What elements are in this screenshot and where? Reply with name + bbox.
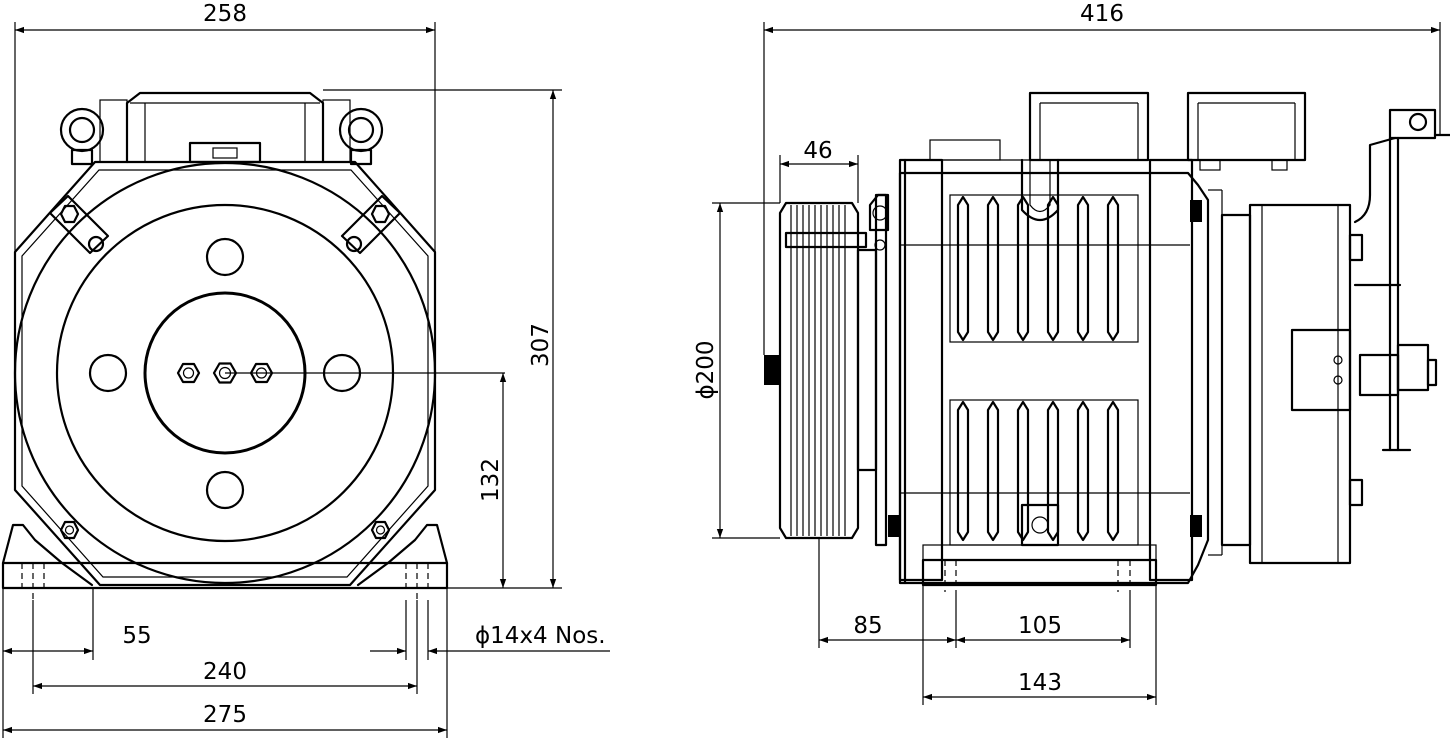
side-lifting-eye (1020, 158, 1060, 222)
dim-shaft-height: 132 (478, 458, 504, 502)
front-foot-left (1, 523, 94, 587)
dim-height: 307 (528, 323, 554, 367)
front-housing-inner (21, 169, 429, 578)
side-view (764, 91, 1450, 592)
front-hole-bottom (205, 470, 245, 510)
bolt-lug-icon (59, 520, 80, 540)
dim-front-width: 258 (203, 1, 247, 27)
side-terminal-box-2 (1186, 91, 1307, 162)
motor-body (898, 171, 1210, 585)
side-terminal-box-1 (1028, 91, 1150, 162)
bolt-lug-icon (340, 194, 402, 255)
lifting-eye-icon (59, 107, 105, 166)
dim-foot-hole-centers: 105 (1018, 613, 1062, 639)
dim-side-length: 416 (1080, 1, 1124, 27)
dim-mounting-centers: 240 (203, 659, 247, 685)
dim-foot-offset: 55 (122, 623, 151, 649)
dim-sheave-diameter: ϕ200 (693, 340, 719, 399)
dim-base-width: 275 (203, 702, 247, 728)
lifting-eye-icon (338, 107, 384, 166)
dim-foot-length: 143 (1018, 670, 1062, 696)
side-dimensions (712, 22, 1441, 705)
cooling-fins-upper (949, 194, 1139, 343)
cooling-fins-lower (949, 399, 1139, 546)
hex-nut-icon (176, 362, 201, 384)
dim-sheave-width: 46 (803, 138, 832, 164)
dimension-labels: 258 307 132 55 ϕ14x4 Nos. 240 275 416 46… (122, 1, 1124, 728)
front-view (1, 91, 505, 600)
brake-assembly (1220, 203, 1364, 565)
front-housing-outline (13, 160, 437, 587)
dim-mounting-holes: ϕ14x4 Nos. (475, 623, 606, 649)
front-hole-left (88, 353, 128, 393)
side-foot (921, 558, 1158, 587)
bolt-lug-icon (370, 520, 391, 540)
sheave-flange (856, 248, 878, 472)
front-base-plate (1, 561, 449, 590)
front-dimensions (2, 22, 610, 738)
front-foot-right (356, 523, 449, 587)
front-cable-gland (188, 141, 262, 164)
front-hole-top (205, 237, 245, 277)
traction-sheave (764, 201, 868, 540)
brake-release-lever (1353, 108, 1450, 452)
bolt-lug-icon (48, 194, 110, 255)
dim-sheave-offset: 85 (853, 613, 882, 639)
